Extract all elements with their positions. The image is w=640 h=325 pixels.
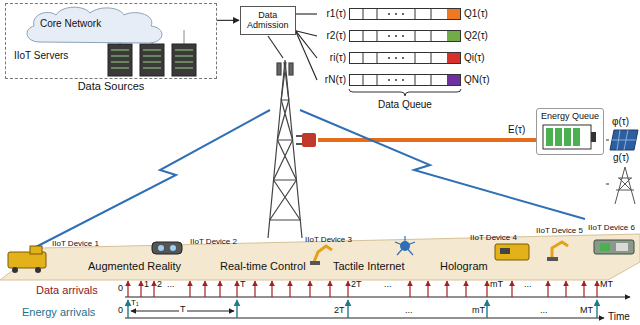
node-text: Core Network (20, 5, 170, 30)
tick-label: 1 (144, 280, 149, 290)
ground-platform (0, 234, 640, 280)
node-text: QN(τ) (464, 74, 490, 86)
application-label: Hologram (440, 260, 488, 272)
data-queue: rN(τ) QN(τ) (318, 74, 490, 86)
tick-label: 2T (334, 306, 345, 316)
queue-bar (349, 52, 461, 64)
connector (296, 31, 317, 80)
node-text: rN(τ) (318, 74, 346, 86)
signal-label: g(τ) (613, 152, 629, 163)
tick-label: T (240, 280, 246, 290)
battery-symbol (542, 123, 598, 151)
application-label: Real-time Control (220, 260, 306, 272)
tick-label: ... (524, 280, 532, 290)
tick-label: 2T (351, 280, 362, 290)
part-label: IIoT Servers (14, 50, 68, 61)
tick-label: ... (540, 306, 548, 316)
node-text: Data Admission (247, 10, 289, 31)
tick-label: 0 (118, 306, 123, 316)
queue-bar (349, 30, 461, 42)
group-label: Data Queue (378, 99, 432, 110)
cloud-shape: Core Network (20, 5, 170, 45)
source-region: Data SourcesCore Network (5, 3, 217, 79)
node-text: Data Sources (6, 80, 216, 93)
tick-label: ... (384, 280, 392, 290)
device-label: IIoT Device 5 (536, 227, 583, 236)
tick-label: MT (580, 306, 593, 316)
device-label: IIoT Device 6 (588, 224, 635, 233)
queue-bar (349, 8, 461, 20)
tick-label: MT (600, 280, 613, 290)
data-queue: r1(τ) Q1(τ) (318, 8, 488, 20)
base-station-tower (268, 36, 302, 238)
node-text: Q1(τ) (464, 8, 488, 20)
device-label: IIoT Device 1 (52, 240, 99, 249)
tick-label: 2 (157, 280, 162, 290)
wireless-links (30, 110, 585, 250)
node-text: r1(τ) (318, 8, 346, 20)
tick-label: mT (472, 306, 485, 316)
connector (296, 31, 317, 58)
power-cable (296, 133, 536, 147)
application-label: Augmented Reality (88, 260, 181, 272)
tick-label: 0 (118, 284, 123, 294)
axis-label: Energy arrivals (22, 306, 95, 318)
queue-brace (349, 89, 461, 96)
energy-queue: Energy Queue (536, 108, 604, 155)
tick-label: ... (405, 306, 413, 316)
node-text: Energy Queue (541, 111, 599, 121)
data-queue: ri(τ) Qi(τ) (318, 52, 485, 64)
connector (217, 20, 239, 21)
application-label: Tactile Internet (333, 260, 405, 272)
iiot-devices (8, 236, 634, 273)
node-text: Qi(τ) (464, 52, 485, 64)
interval-label: T (179, 305, 187, 315)
connector (296, 13, 317, 14)
node-text: ri(τ) (318, 52, 346, 64)
device-label: IIoT Device 2 (190, 238, 237, 247)
node-text: Q2(τ) (464, 30, 488, 42)
process-box: Data Admission (240, 6, 296, 35)
energy-sources (606, 130, 638, 204)
device-label: IIoT Device 4 (470, 234, 517, 243)
tick-label: ... (167, 280, 175, 290)
axis-label: Data arrivals (36, 284, 98, 296)
tick-label: mT (490, 280, 503, 290)
device-label: IIoT Device 3 (305, 236, 352, 245)
queue-bar (349, 74, 461, 86)
interval-label: T₁ (131, 299, 139, 308)
signal-label: φ(τ) (612, 116, 629, 127)
axis-label: Time (608, 311, 630, 322)
timeline (125, 281, 630, 318)
data-queue: r2(τ) Q2(τ) (318, 30, 488, 42)
signal-label: E(τ) (508, 124, 525, 135)
node-text: r2(τ) (318, 30, 346, 42)
